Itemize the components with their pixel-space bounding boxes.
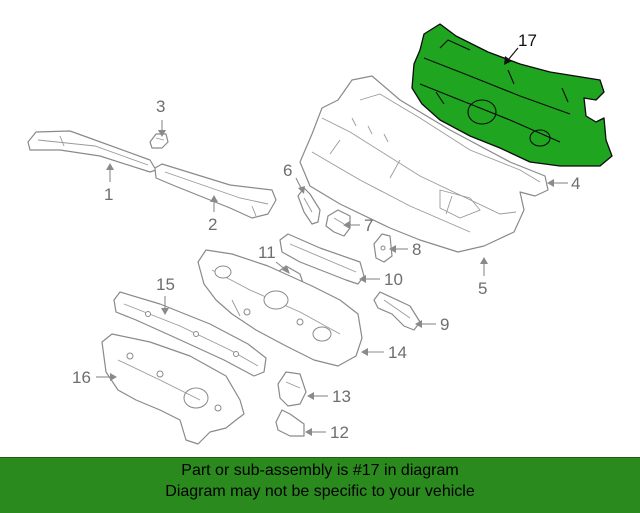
part-1 <box>27 130 157 173</box>
callout-14: 14 <box>388 343 407 362</box>
part-13 <box>277 371 307 407</box>
callout-6: 6 <box>283 161 292 180</box>
part-16 <box>101 333 245 445</box>
callout-7: 7 <box>364 216 373 235</box>
part-14 <box>197 249 363 367</box>
callout-15: 15 <box>156 275 175 294</box>
callout-10: 10 <box>384 270 403 289</box>
part-17-highlighted <box>411 23 613 167</box>
part-2 <box>154 163 277 219</box>
banner-disclaimer: Diagram may not be specific to your vehi… <box>165 483 475 500</box>
info-banner: Part or sub-assembly is #17 in diagram D… <box>0 457 640 513</box>
part-5-cowl-panel <box>299 75 549 253</box>
callout-labels: 1 2 3 4 5 6 7 8 9 10 11 12 13 14 15 16 1… <box>72 31 580 442</box>
part-15 <box>113 291 267 377</box>
callout-12: 12 <box>330 423 349 442</box>
part-3 <box>149 133 169 149</box>
callout-17: 17 <box>518 31 537 50</box>
part-6 <box>297 187 321 225</box>
callout-13: 13 <box>332 387 351 406</box>
callout-2: 2 <box>208 215 217 234</box>
callout-3: 3 <box>156 97 165 116</box>
callout-4: 4 <box>571 174 580 193</box>
callout-5: 5 <box>478 279 487 298</box>
banner-part-note: Part or sub-assembly is #17 in diagram <box>181 462 459 479</box>
callout-9: 9 <box>440 315 449 334</box>
part-8 <box>373 233 393 263</box>
callout-16: 16 <box>72 368 91 387</box>
callout-8: 8 <box>412 240 421 259</box>
parts-diagram: 1 2 3 4 5 6 7 8 9 10 11 12 13 14 15 16 1… <box>27 23 613 445</box>
part-7 <box>325 209 351 237</box>
leader-lines <box>96 47 568 436</box>
part-9 <box>373 291 421 331</box>
callout-1: 1 <box>104 185 113 204</box>
callout-11: 11 <box>258 243 276 262</box>
part-12 <box>275 409 305 437</box>
